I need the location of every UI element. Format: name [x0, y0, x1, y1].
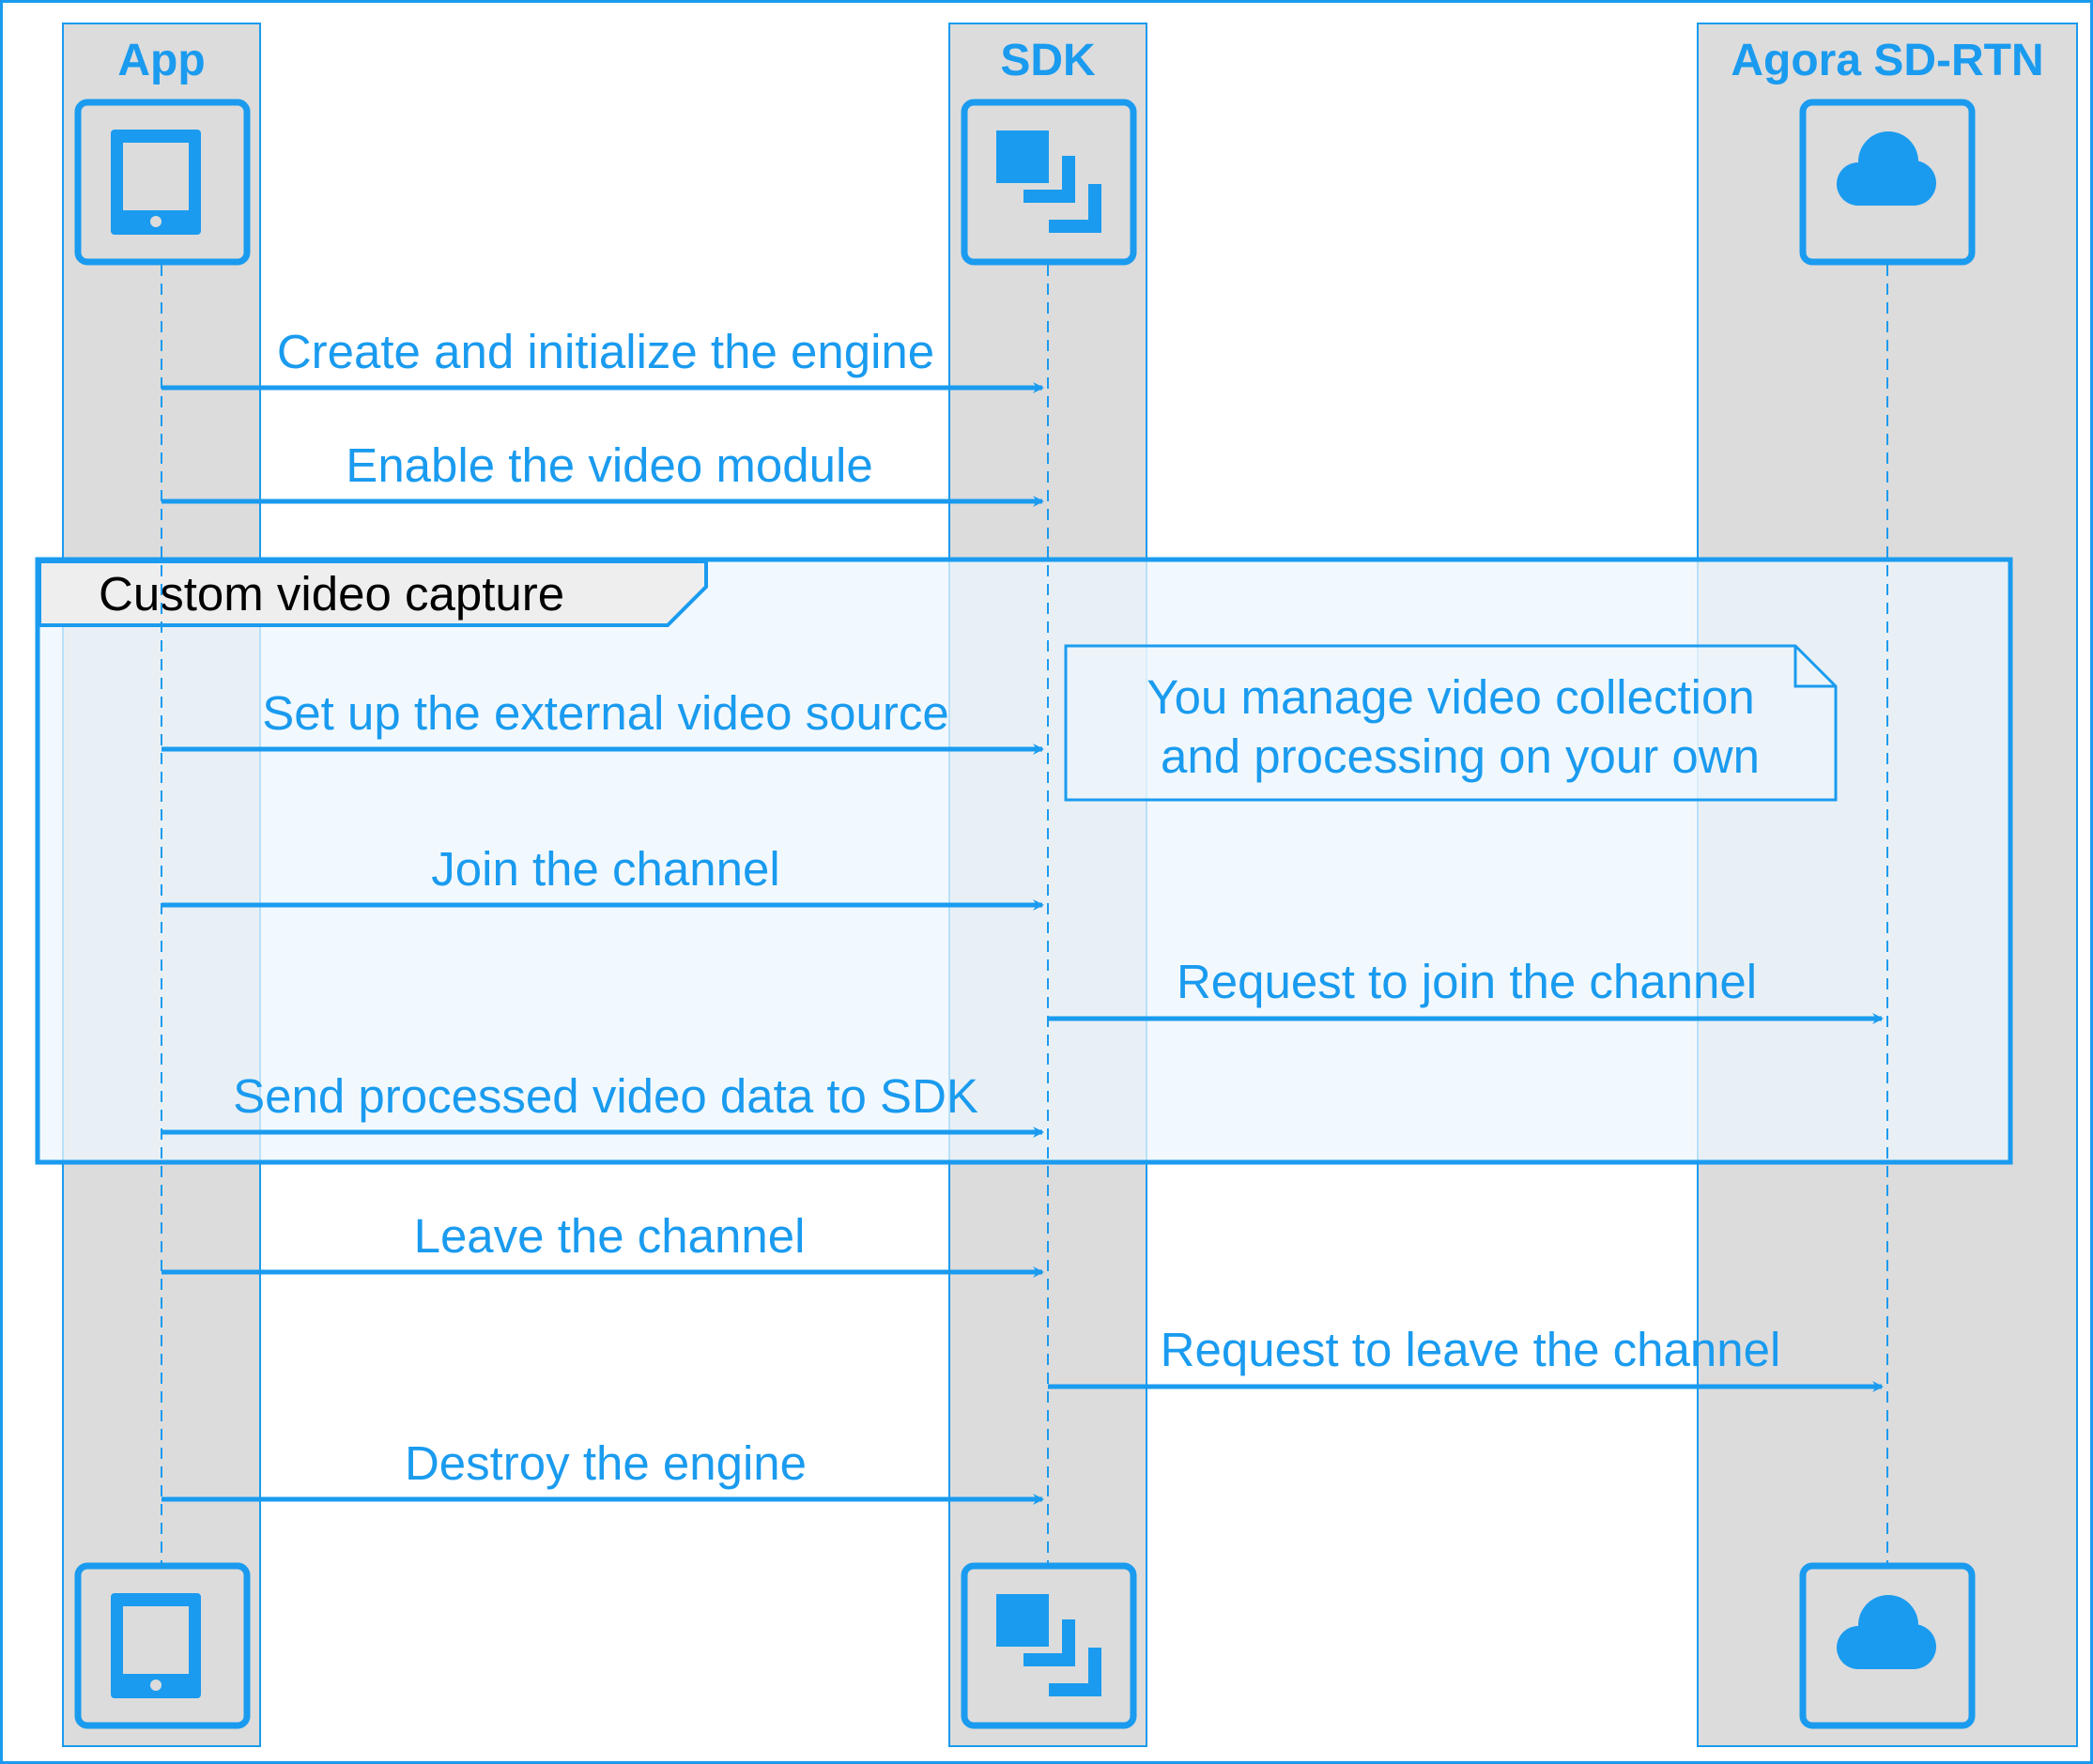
cloud-icon [1837, 131, 1936, 206]
cloud-icon [1837, 1595, 1936, 1669]
message-8: Request to leave the channel [1048, 1323, 1884, 1392]
message-5: Request to join the channel [1048, 955, 1884, 1024]
message-label: Leave the channel [414, 1209, 806, 1263]
frame-title-tab [38, 560, 708, 627]
participant-title-app: App [117, 36, 205, 85]
message-1: Create and initialize the engine [162, 325, 1044, 393]
message-label: Request to leave the channel [1161, 1323, 1781, 1376]
participant-box-app-bottom [74, 1562, 251, 1729]
tablet-icon [111, 1593, 201, 1698]
message-label: Destroy the engine [405, 1436, 807, 1490]
message-label: Join the channel [431, 842, 779, 896]
message-label: Request to join the channel [1177, 955, 1757, 1008]
participant-title-rtn: Agora SD-RTN [1731, 36, 2043, 85]
message-label: Create and initialize the engine [277, 325, 934, 378]
note-line-2: and processing on your own [1161, 729, 1760, 783]
message-2: Enable the video module [162, 438, 1044, 507]
participant-box-app-top [74, 99, 251, 266]
participant-box-rtn-bottom [1799, 1562, 1976, 1729]
message-label: Send processed video data to SDK [233, 1069, 978, 1123]
layers-icon [996, 1594, 1101, 1696]
layers-icon [996, 130, 1101, 233]
note-box [1064, 644, 1838, 802]
note-line-1: You manage video collection [1147, 670, 1754, 724]
message-label: Enable the video module [346, 438, 872, 492]
message-9: Destroy the engine [162, 1436, 1044, 1505]
participant-box-rtn-top [1799, 99, 1976, 266]
participant-box-sdk-top [961, 99, 1137, 266]
frame-title: Custom video capture [99, 567, 564, 621]
tablet-icon [111, 130, 201, 235]
note: You manage video collection and processi… [1064, 644, 1838, 802]
note-fold [1793, 646, 1836, 688]
message-6: Send processed video data to SDK [162, 1069, 1044, 1138]
participant-title-sdk: SDK [1000, 36, 1096, 85]
message-label: Set up the external video source [262, 686, 948, 740]
message-7: Leave the channel [162, 1209, 1044, 1278]
message-3: Set up the external video source [162, 686, 1044, 755]
message-4: Join the channel [162, 842, 1044, 911]
participant-box-sdk-bottom [961, 1562, 1137, 1729]
